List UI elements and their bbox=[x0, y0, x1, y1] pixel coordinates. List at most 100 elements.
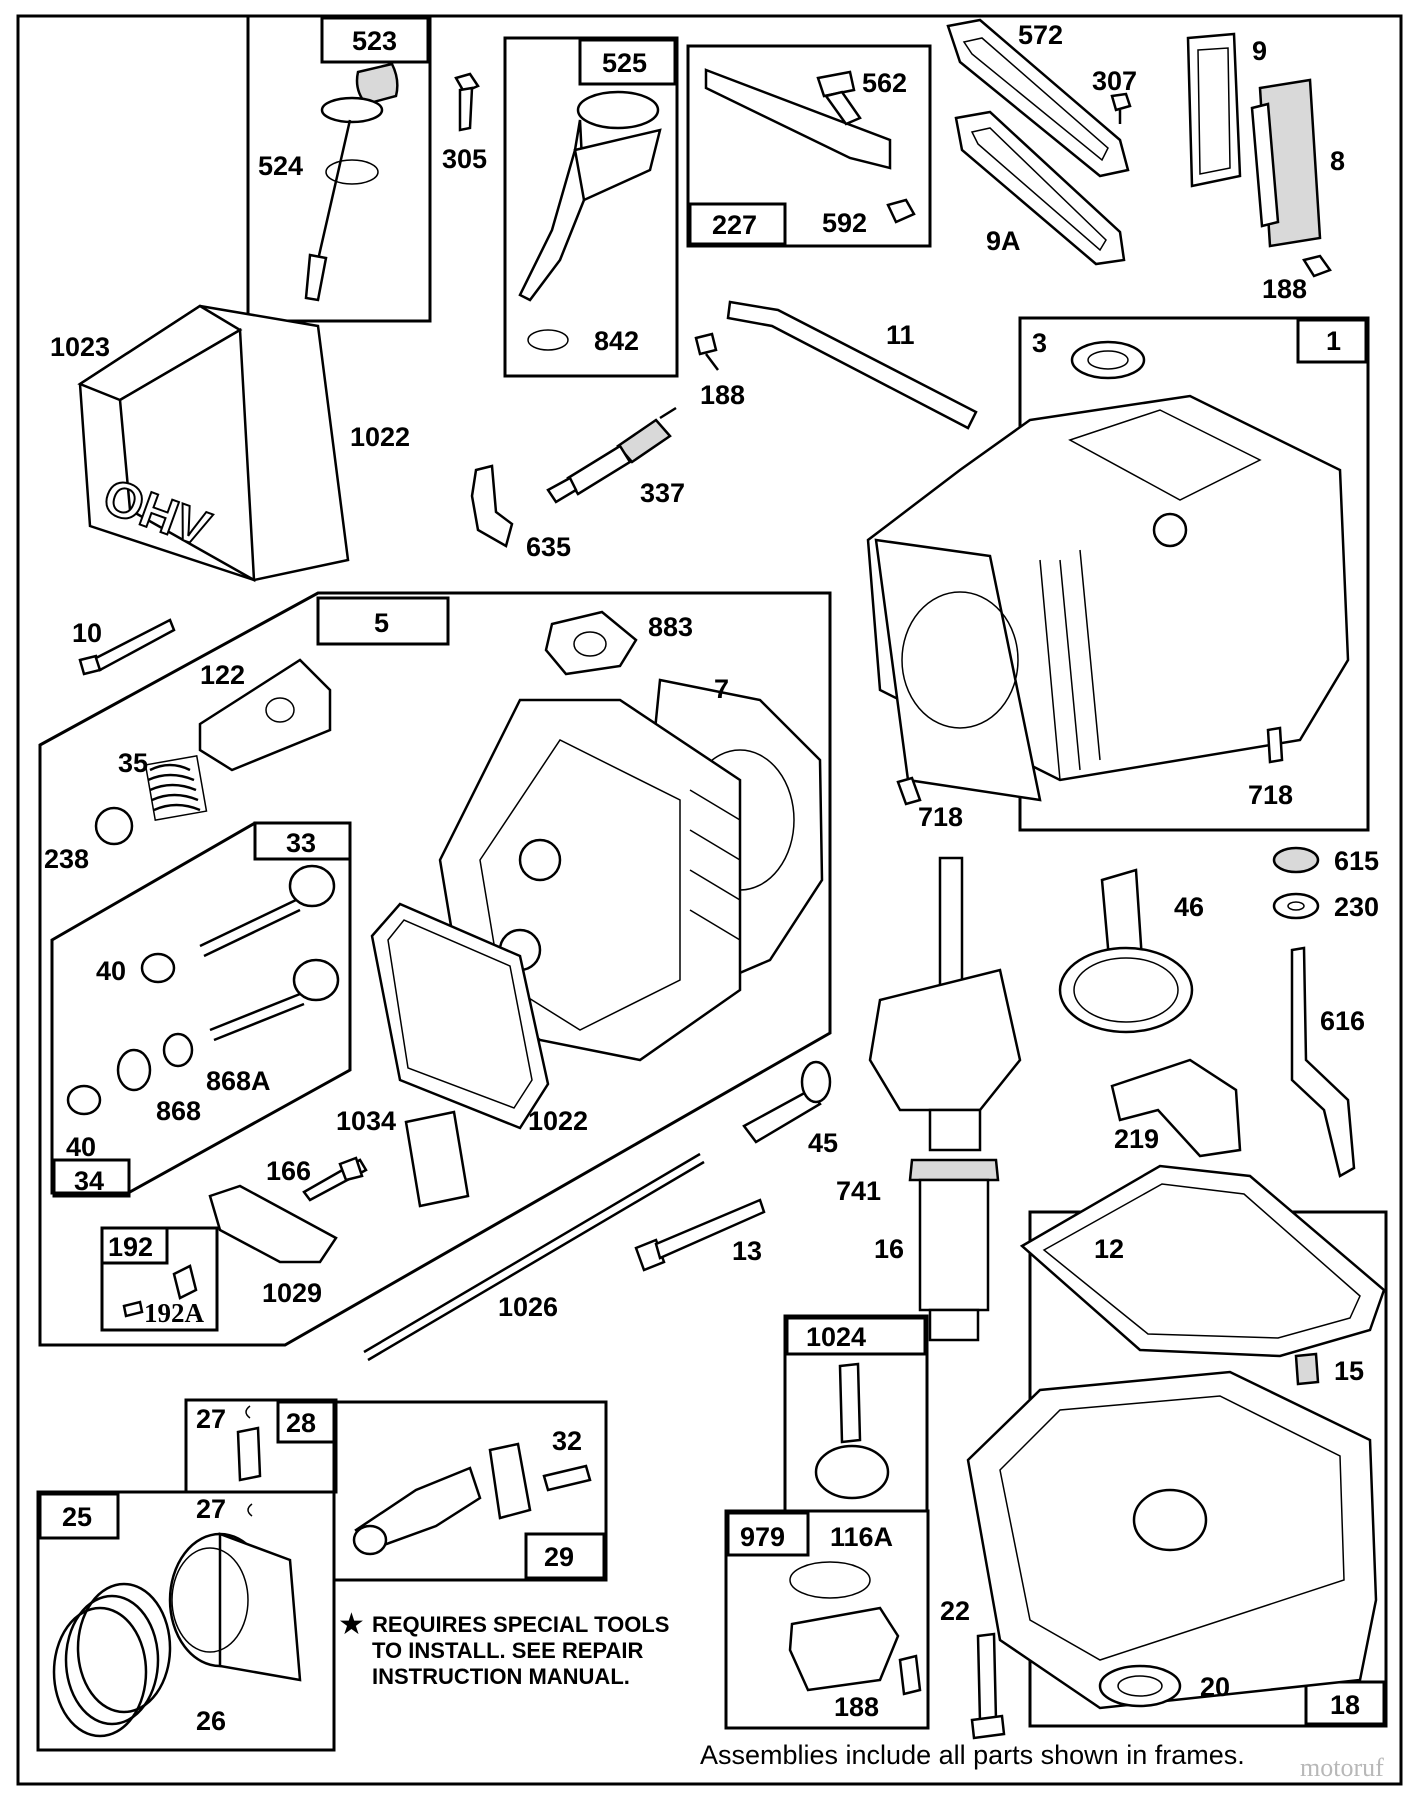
part-number-1023: 1023 bbox=[50, 332, 110, 362]
frame-979 bbox=[724, 1509, 930, 1730]
frame-979-tag bbox=[726, 1511, 810, 1557]
part-number-12: 12 bbox=[1094, 1234, 1124, 1264]
part-number-33: 33 bbox=[286, 828, 316, 858]
part-labels: 523 524 305 525 842 562 227 592 572 307 … bbox=[44, 20, 1379, 1736]
valve-retainer-icon bbox=[66, 952, 194, 1116]
part-number-20: 20 bbox=[1200, 1672, 1230, 1702]
frame-33-tag bbox=[253, 821, 352, 861]
frame-25-tag bbox=[38, 1492, 120, 1540]
part-number-230: 230 bbox=[1334, 892, 1379, 922]
elbow-fitting-icon bbox=[470, 464, 514, 548]
part-drawings: OHV bbox=[52, 18, 1386, 1740]
part-number-523: 523 bbox=[352, 26, 397, 56]
part-number-741: 741 bbox=[836, 1176, 881, 1206]
piston-icon bbox=[168, 1532, 302, 1682]
part-number-1022-a: 1022 bbox=[350, 422, 410, 452]
bolt-icon bbox=[454, 72, 480, 132]
part-number-9a: 9A bbox=[986, 226, 1021, 256]
part-number-635: 635 bbox=[526, 532, 571, 562]
washer-icon bbox=[1272, 846, 1320, 920]
bolt-icon bbox=[970, 1632, 1006, 1740]
note-line-3: INSTRUCTION MANUAL. bbox=[372, 1664, 630, 1689]
valve-cover-gasket-icon bbox=[370, 902, 550, 1130]
oil-pump-gear-icon bbox=[814, 1362, 890, 1500]
part-number-305: 305 bbox=[442, 144, 487, 174]
part-number-5: 5 bbox=[374, 608, 389, 638]
oil-pump-cover-icon bbox=[788, 1561, 922, 1696]
part-number-28: 28 bbox=[286, 1408, 316, 1438]
part-number-615: 615 bbox=[1334, 846, 1379, 876]
part-number-116a: 116A bbox=[830, 1522, 893, 1552]
dipstick-tube-icon bbox=[518, 90, 662, 351]
part-number-1022-b: 1022 bbox=[528, 1106, 588, 1136]
part-number-8: 8 bbox=[1330, 146, 1345, 176]
crankcase-icon bbox=[866, 394, 1350, 802]
rocker-stud-icon bbox=[302, 1156, 368, 1202]
breather-cover-icon bbox=[1186, 32, 1332, 278]
part-number-16: 16 bbox=[874, 1234, 904, 1264]
adjusting-screw-icon bbox=[122, 1264, 198, 1318]
part-number-616: 616 bbox=[1320, 1006, 1365, 1036]
part-number-3: 3 bbox=[1032, 328, 1047, 358]
governor-shaft-icon bbox=[1290, 946, 1356, 1178]
crankshaft-icon bbox=[868, 856, 1022, 1342]
part-number-22: 22 bbox=[940, 1596, 970, 1626]
frame-5 bbox=[38, 591, 832, 1347]
part-number-525: 525 bbox=[602, 48, 647, 78]
oil-sump-icon bbox=[966, 1370, 1378, 1710]
part-number-1: 1 bbox=[1326, 326, 1341, 356]
part-number-718-a: 718 bbox=[918, 802, 963, 832]
part-number-40-a: 40 bbox=[96, 956, 126, 986]
part-number-188-c: 188 bbox=[834, 1692, 879, 1722]
frame-5-tag bbox=[316, 596, 450, 646]
valve-cap-icon bbox=[94, 806, 134, 846]
connecting-rod-icon bbox=[352, 1442, 592, 1556]
star-icon: ★ bbox=[338, 1607, 365, 1642]
part-number-227: 227 bbox=[712, 210, 757, 240]
frame-1-tag bbox=[1296, 318, 1368, 364]
camshaft-gear-icon bbox=[1058, 868, 1194, 1034]
dowel-pin-icon bbox=[896, 726, 1284, 806]
screw-icon bbox=[694, 332, 719, 371]
part-number-883: 883 bbox=[648, 612, 693, 642]
part-number-45: 45 bbox=[808, 1128, 838, 1158]
part-number-524: 524 bbox=[258, 151, 303, 181]
frame-525-tag bbox=[578, 38, 677, 86]
page-border bbox=[16, 14, 1403, 1786]
part-number-35: 35 bbox=[118, 748, 148, 778]
part-number-718-b: 718 bbox=[1248, 780, 1293, 810]
part-number-25: 25 bbox=[62, 1502, 92, 1532]
part-number-32: 32 bbox=[552, 1426, 582, 1456]
part-number-192a: 192A bbox=[144, 1298, 205, 1328]
part-number-34: 34 bbox=[74, 1166, 104, 1196]
frame-29-tag bbox=[524, 1532, 606, 1580]
footer-note: Assemblies include all parts shown in fr… bbox=[700, 1740, 1245, 1770]
part-number-868: 868 bbox=[156, 1096, 201, 1126]
intake-gasket-icon bbox=[544, 610, 638, 676]
part-number-188-a: 188 bbox=[1262, 274, 1307, 304]
part-number-10: 10 bbox=[72, 618, 102, 648]
part-number-46: 46 bbox=[1174, 892, 1204, 922]
note-line-2: TO INSTALL. SEE REPAIR bbox=[372, 1638, 643, 1663]
assembly-frames bbox=[36, 14, 1388, 1752]
part-number-238: 238 bbox=[44, 844, 89, 874]
valve-cover-icon: OHV bbox=[77, 304, 350, 583]
rocker-guide-plate-icon bbox=[404, 1110, 470, 1208]
special-tools-note: REQUIRES SPECIAL TOOLS TO INSTALL. SEE R… bbox=[372, 1612, 669, 1689]
piston-rings-icon bbox=[52, 1582, 172, 1738]
part-number-1026: 1026 bbox=[498, 1292, 558, 1322]
frame-523 bbox=[246, 14, 432, 323]
bolt-icon bbox=[634, 1198, 766, 1272]
part-number-842: 842 bbox=[594, 326, 639, 356]
valve-icon bbox=[199, 864, 340, 1042]
frame-1024-tag bbox=[785, 1316, 927, 1356]
part-number-1034: 1034 bbox=[336, 1106, 396, 1136]
part-number-592: 592 bbox=[822, 208, 867, 238]
part-number-1024: 1024 bbox=[806, 1322, 866, 1352]
part-number-166: 166 bbox=[266, 1156, 311, 1186]
part-number-11: 11 bbox=[886, 320, 915, 350]
frame-34-tag bbox=[52, 1158, 131, 1198]
part-number-307: 307 bbox=[1092, 66, 1137, 96]
frame-227-tag bbox=[688, 202, 787, 246]
